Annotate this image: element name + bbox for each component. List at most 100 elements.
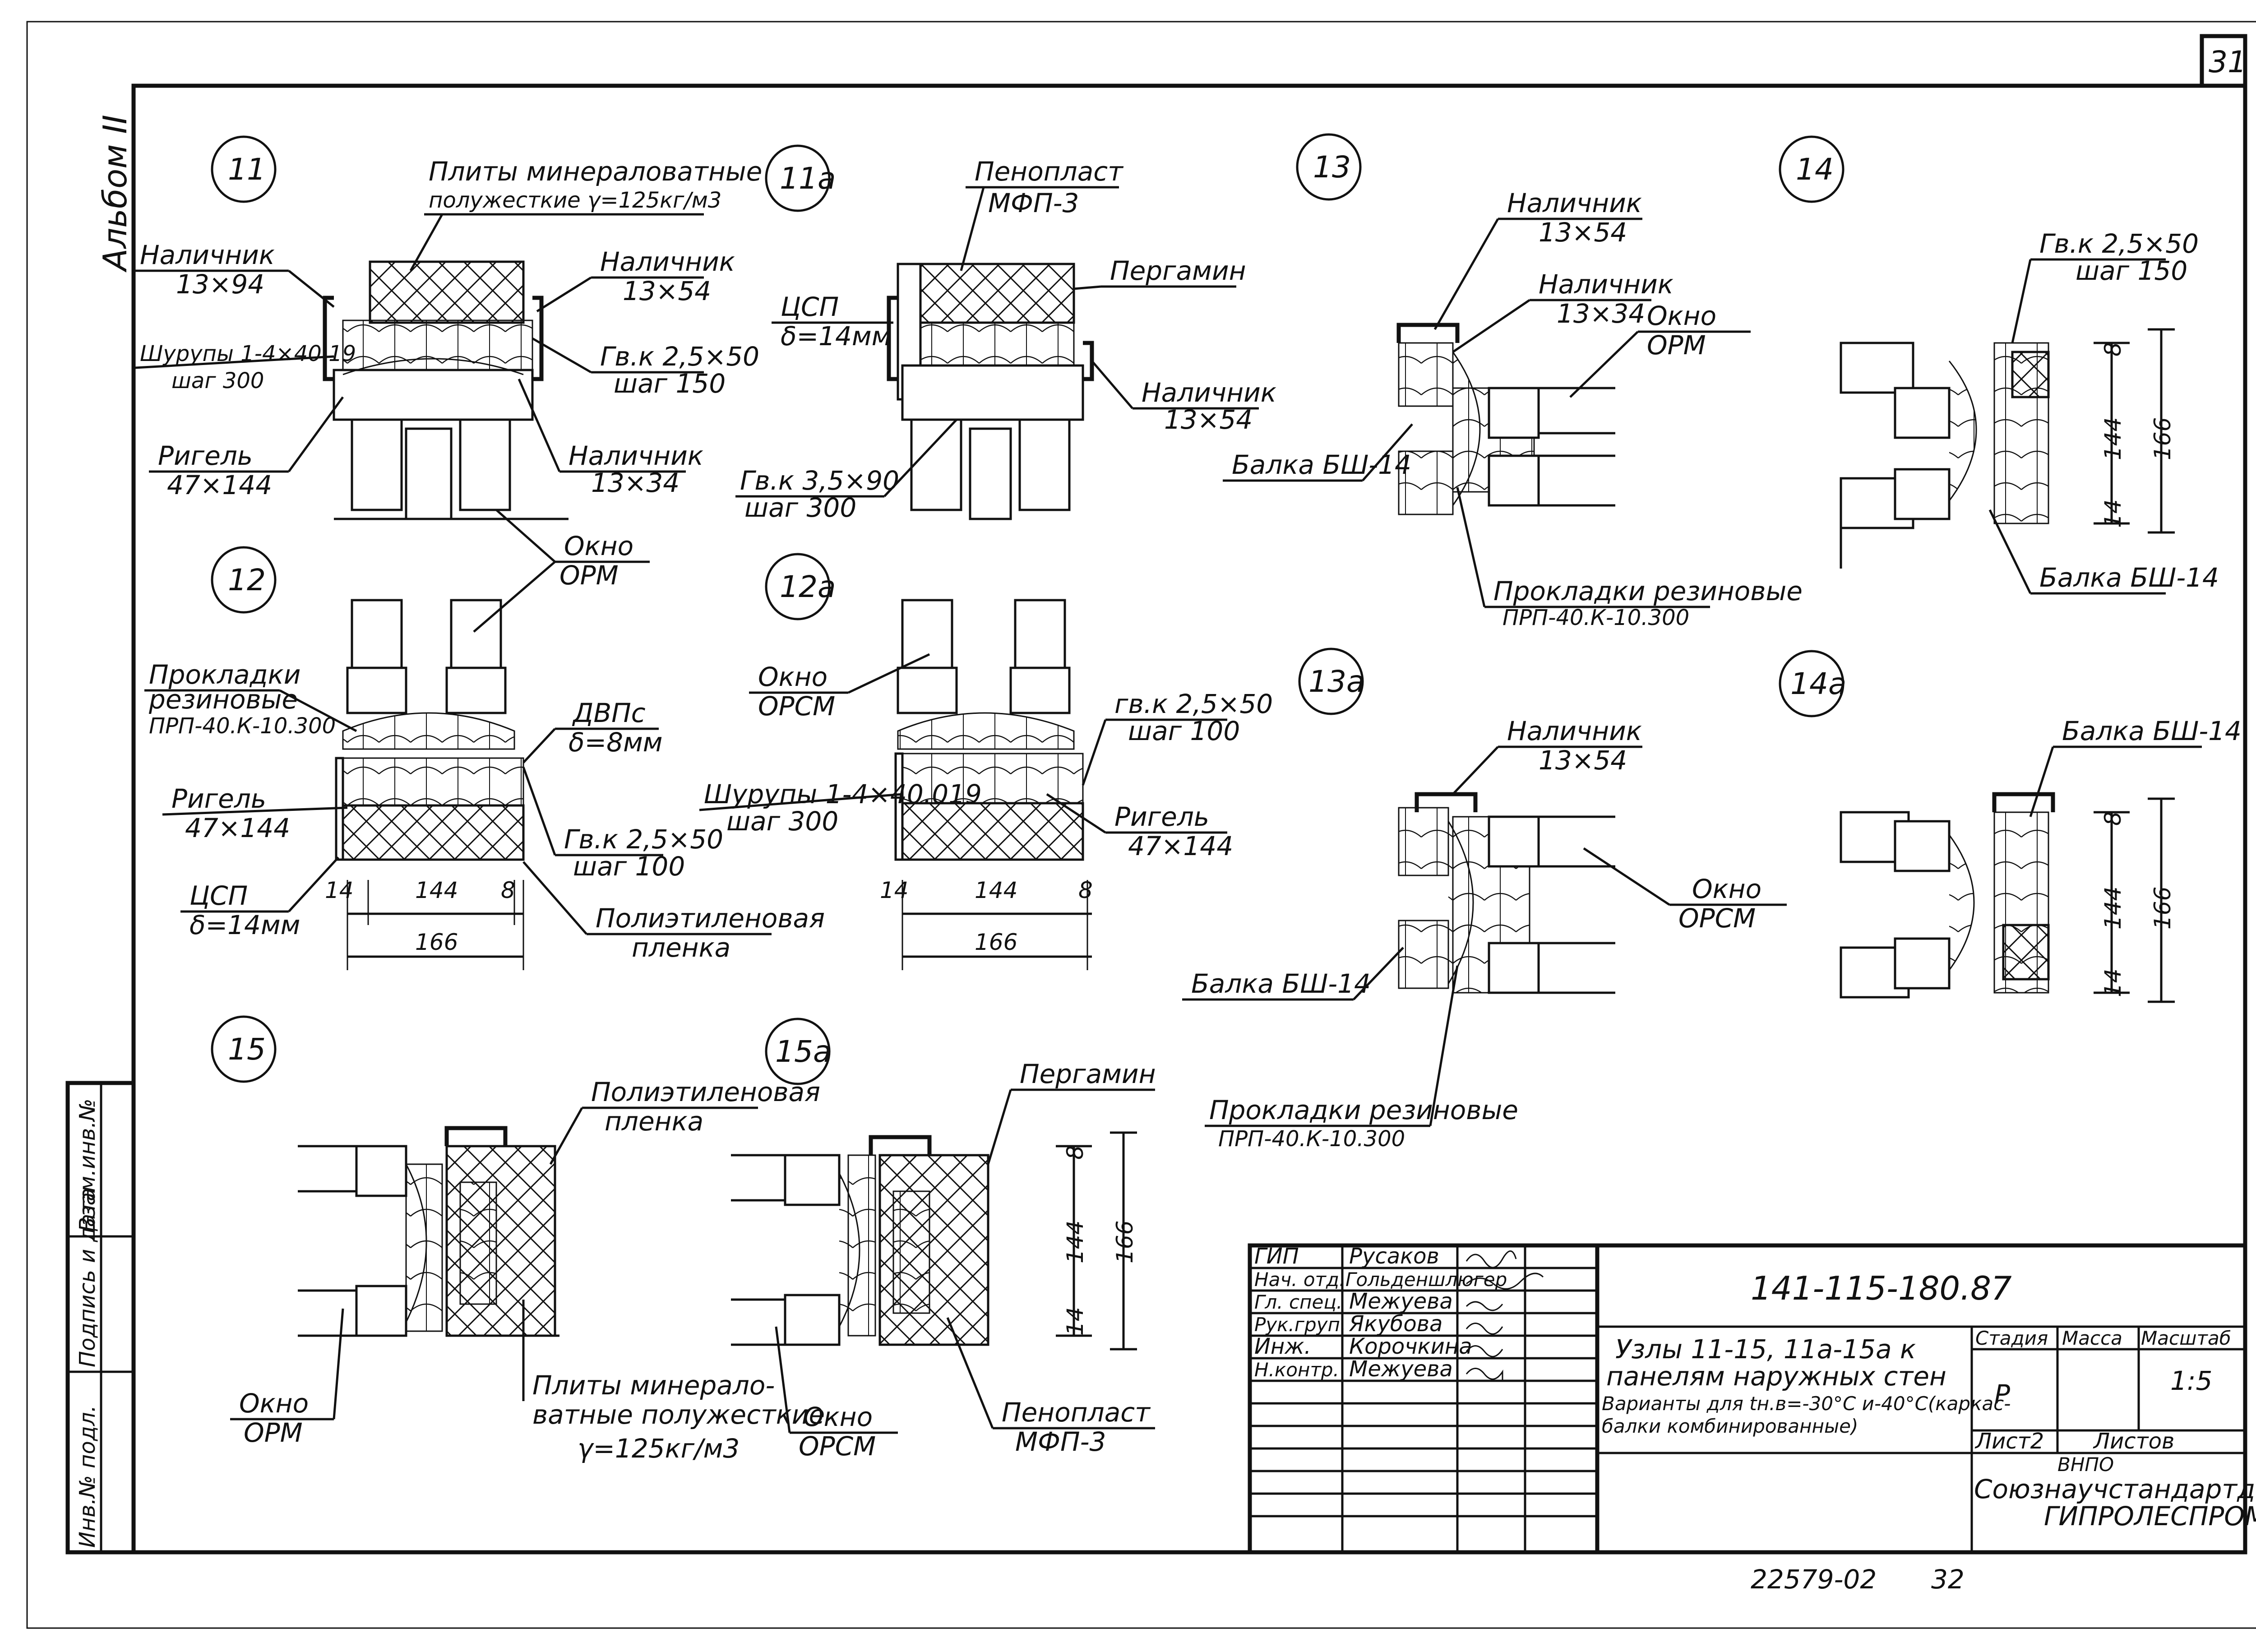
d13a-trim-1: Наличник — [1507, 716, 1642, 746]
detail-15 — [211, 1015, 559, 1337]
d14a-dim-a: 8 — [2100, 811, 2126, 826]
d12-dim-total: 166 — [415, 929, 458, 955]
d14a-dim-total: 166 — [2150, 887, 2176, 930]
stamp-inv: Инв.№ подл. — [75, 1405, 100, 1548]
d12-gasket-3: ПРП-40.К-10.300 — [149, 713, 336, 739]
title-block — [1248, 1243, 2247, 1555]
d12-film-1: Полиэтиленовая — [596, 903, 825, 934]
tb-role-1: Нач. отд. — [1254, 1268, 1345, 1291]
d14a-beam: Балка БШ-14 — [2062, 716, 2242, 746]
detail-11 — [211, 135, 569, 520]
d12a-number: 12а — [780, 569, 836, 604]
detail-13a — [1298, 648, 1615, 994]
d15a-pergamin: Пергамин — [1020, 1059, 1156, 1089]
d11-trim-right-2: 13×54 — [623, 276, 711, 306]
d13-gasket-2: ПРП-40.К-10.300 — [1502, 605, 1689, 630]
d13-trim-b-2: 13×34 — [1557, 298, 1645, 329]
d15-window-2: ОРМ — [244, 1417, 303, 1448]
archive-number: 22579-02 — [1751, 1564, 1877, 1595]
album-label: Альбом II — [96, 115, 134, 273]
d15a-window-1: Окно — [803, 1402, 873, 1432]
detail-12a — [765, 553, 1092, 970]
stamp-sign: Подпись и дата — [75, 1188, 100, 1367]
d14-beam: Балка БШ-14 — [2039, 562, 2219, 593]
d13a-trim-2: 13×54 — [1539, 745, 1627, 776]
tb-sheets-h: Листов — [2093, 1429, 2174, 1454]
window-orm-1: Окно — [564, 531, 633, 561]
d11a-tsp-2: δ=14мм — [781, 321, 891, 352]
d15a-dim-c: 14 — [1062, 1307, 1088, 1336]
d14-dim-b: 144 — [2100, 417, 2126, 460]
d11a-pergamin: Пергамин — [1110, 255, 1246, 286]
d14a-dim-c: 14 — [2100, 968, 2126, 997]
d14-dim-c: 14 — [2100, 499, 2126, 528]
d11a-nail-1: Гв.к 3,5×90 — [740, 465, 899, 496]
d15-film-1: Полиэтиленовая — [591, 1077, 820, 1107]
d11a-foam-1: Пенопласт — [975, 156, 1124, 187]
d13-trim-a-2: 13×54 — [1539, 217, 1627, 248]
d11-insul-1: Плиты минераловатные — [429, 156, 762, 187]
d13-number: 13 — [1313, 150, 1351, 185]
d15-number: 15 — [228, 1032, 266, 1067]
d12a-nail-1: гв.к 2,5×50 — [1114, 689, 1273, 719]
d13-window-1: Окно — [1647, 301, 1716, 331]
tb-sheet-h: Лист2 — [1974, 1429, 2044, 1454]
d12a-beam-1: Ригель — [1114, 801, 1209, 832]
tb-org-1: ВНПО — [2057, 1453, 2114, 1476]
tb-title-3: Варианты для tн.в=-30°С и-40°С(каркас- — [1602, 1393, 2011, 1415]
window-orm-2: ОРМ — [559, 560, 619, 591]
d12a-dim-b: 144 — [975, 877, 1017, 903]
d15a-number: 15а — [775, 1034, 831, 1069]
d15a-dim-total: 166 — [1112, 1221, 1138, 1263]
d12a-window-2: ОРСМ — [758, 691, 835, 722]
d15a-window-2: ОРСМ — [799, 1431, 876, 1462]
d15a-foam-2: МФП-3 — [1015, 1426, 1106, 1457]
detail-14a — [1779, 650, 2175, 1003]
d13a-window-1: Окно — [1692, 874, 1761, 904]
d12a-screws-2: шаг 300 — [726, 806, 838, 837]
detail-14 — [1779, 135, 2175, 569]
d14-number: 14 — [1796, 152, 1834, 187]
d11-trim-low-1: Наличник — [569, 440, 703, 471]
tb-role-4: Инж. — [1254, 1334, 1311, 1359]
d15-insul-3: γ=125кг/м3 — [578, 1433, 740, 1464]
d11-insul-2: полужесткие γ=125кг/м3 — [429, 188, 721, 213]
d12a-dim-a: 14 — [880, 877, 909, 903]
d11a-foam-2: МФП-3 — [988, 188, 1079, 218]
d12-dim-c: 8 — [501, 877, 515, 903]
d15-insul-2: ватные полужесткие — [532, 1399, 825, 1430]
detail-15a — [731, 1018, 1137, 1351]
tb-scale-h: Масштаб — [2141, 1327, 2231, 1349]
d12a-beam-2: 47×144 — [1128, 831, 1233, 861]
tb-name-4: Корочкина — [1349, 1334, 1472, 1359]
tb-stage-h: Стадия — [1975, 1327, 2048, 1349]
detail-11a — [765, 144, 1094, 520]
d13a-gasket-1: Прокладки резиновые — [1209, 1095, 1518, 1125]
d11-number: 11 — [228, 152, 266, 187]
d13-beam: Балка БШ-14 — [1232, 449, 1411, 480]
tb-name-0: Русаков — [1349, 1244, 1439, 1269]
tb-role-5: Н.контр. — [1254, 1359, 1339, 1381]
signatures — [1465, 1250, 1544, 1381]
d12-number: 12 — [228, 563, 266, 597]
d13a-number: 13а — [1308, 664, 1364, 699]
detail-12 — [211, 546, 525, 970]
d12-gasket-1: Прокладки — [149, 659, 300, 690]
tb-name-5: Межуева — [1349, 1356, 1453, 1382]
d14-nail-1: Гв.к 2,5×50 — [2039, 228, 2199, 259]
d12-tsp-2: δ=14мм — [190, 910, 300, 940]
tb-role-2: Гл. спец. — [1254, 1291, 1342, 1313]
d12-nail-1: Гв.к 2,5×50 — [564, 824, 723, 855]
tb-name-3: Якубова — [1349, 1311, 1442, 1337]
d11-beam-2: 47×144 — [167, 470, 272, 500]
d15-film-2: пленка — [605, 1106, 703, 1137]
page-number: 32 — [1931, 1564, 1965, 1595]
d11a-number: 11а — [780, 161, 836, 196]
d11a-trim-1: Наличник — [1142, 377, 1276, 408]
d11a-tsp-1: ЦСП — [781, 292, 839, 322]
stamp-replace: Взам.инв.№ — [75, 1099, 100, 1232]
tb-name-2: Межуева — [1349, 1289, 1453, 1314]
d13a-window-2: ОРСМ — [1678, 903, 1756, 934]
tb-title-2: панелям наружных стен — [1606, 1361, 1946, 1392]
